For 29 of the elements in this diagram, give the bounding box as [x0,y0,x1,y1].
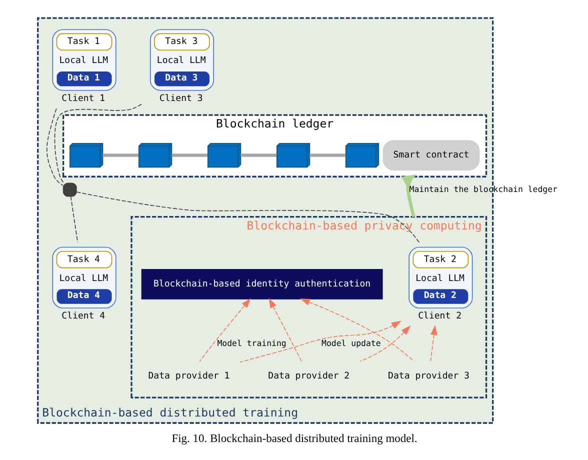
node-box: Smart contract [382,140,480,170]
node-label: Client 1 [61,94,105,104]
connector [102,154,138,157]
node-lock [62,182,76,197]
connector [70,196,78,243]
connector [46,108,64,186]
arrow [430,325,437,362]
node-label: Client 3 [158,94,202,104]
node-text: Data provider 2 [268,371,350,382]
arrow [198,298,250,362]
node-box: Blockchain-based identity authentication [140,269,382,300]
connector [171,154,207,157]
arrow [401,174,416,218]
node-text: Data provider 1 [148,371,230,382]
connector [76,192,420,243]
edge-label: Model update [321,338,380,348]
connector [309,154,345,157]
connector [240,154,276,157]
arrow [239,320,401,362]
node-text: Data provider 3 [388,371,469,382]
arrow [300,298,414,362]
node-label: Client 2 [418,312,462,322]
node-label: Client 4 [61,312,105,322]
arrow [359,325,410,362]
arrow [268,298,302,362]
connector [54,104,142,184]
edge-label: Model training [216,338,286,348]
caption: Fig. 10. Blockchain-based distributed training model. [171,433,417,446]
edge-label: Maintain the blockchain ledger [408,184,557,194]
